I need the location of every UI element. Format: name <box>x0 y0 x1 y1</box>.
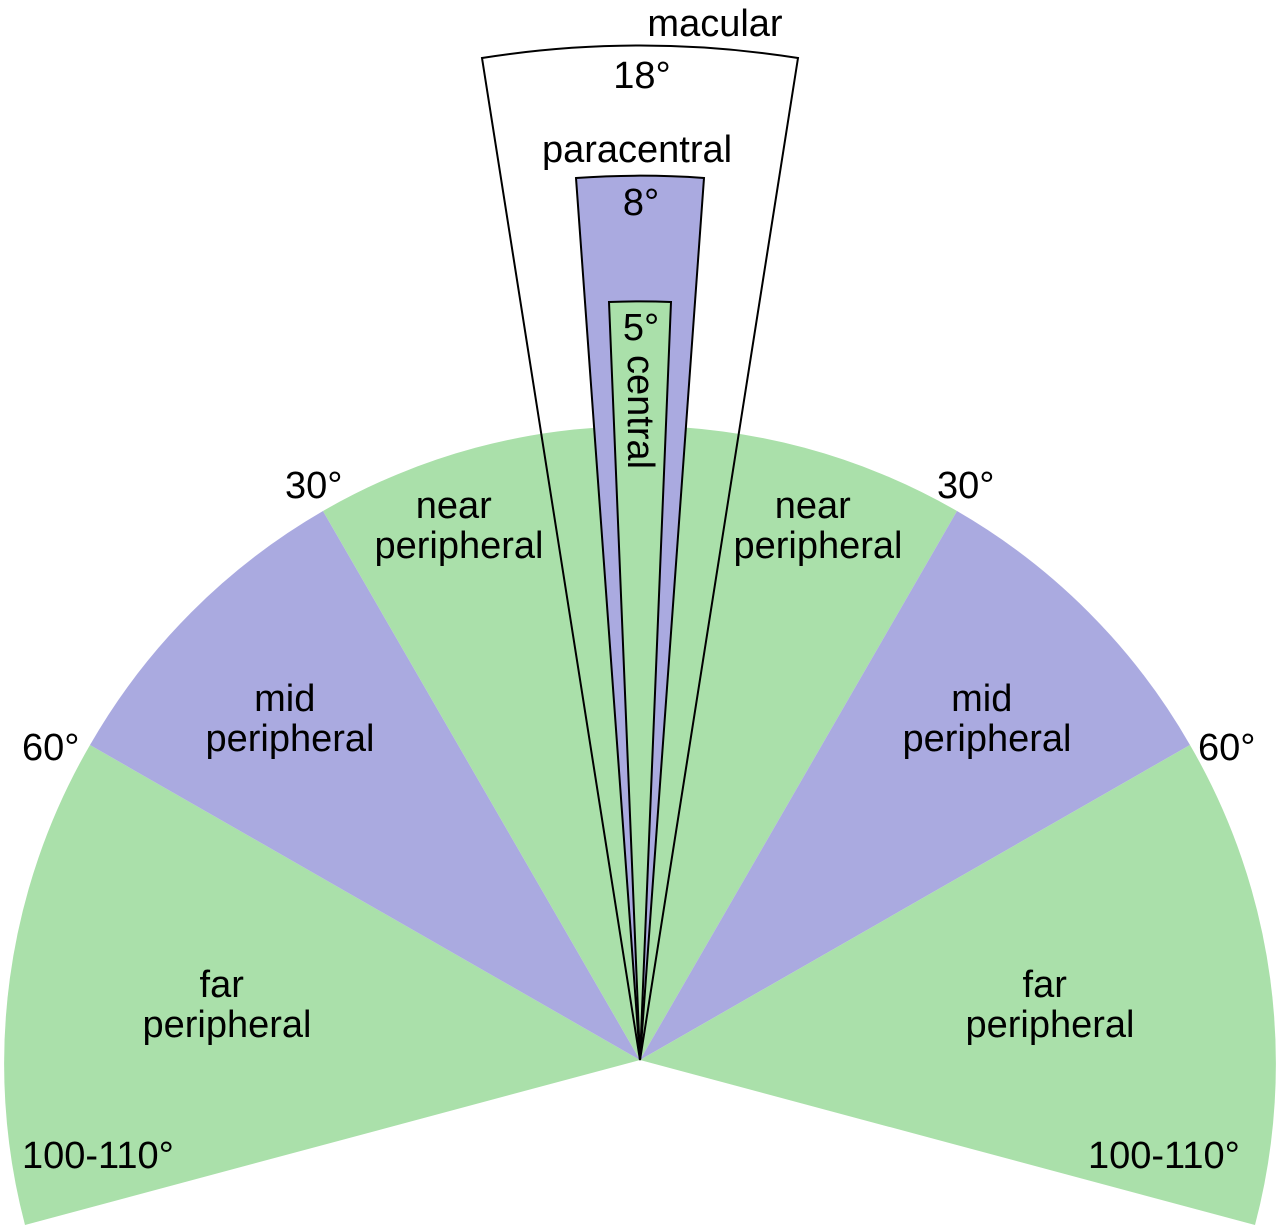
central-wedge <box>607 300 673 1061</box>
near-left-line-1: near <box>416 485 492 527</box>
mid-right-line-1: mid <box>951 678 1012 720</box>
macular-angle-label: 18° <box>613 55 670 97</box>
far-left-line-1: far <box>200 964 245 1006</box>
mid-right-line-2: peripheral <box>903 718 1072 760</box>
near-right-line-2: peripheral <box>734 525 903 567</box>
near-peripheral-right-label: near peripheral <box>734 485 903 567</box>
left-outer-degree-label: 100-110° <box>22 1135 174 1177</box>
near-right-line-1: near <box>775 485 851 527</box>
macular-label: macular <box>647 3 782 45</box>
far-peripheral-left-sector <box>4 745 640 1225</box>
left-30-degree-label: 30° <box>285 465 342 507</box>
mid-peripheral-right-label: mid peripheral <box>903 678 1072 760</box>
mid-left-line-2: peripheral <box>206 718 375 760</box>
far-peripheral-right-sector <box>640 745 1276 1225</box>
mid-peripheral-left-sector <box>90 511 640 1060</box>
right-60-degree-label: 60° <box>1198 727 1255 769</box>
mid-peripheral-left-label: mid peripheral <box>206 678 375 760</box>
far-right-line-2: peripheral <box>966 1004 1135 1046</box>
right-outer-degree-label: 100-110° <box>1088 1135 1240 1177</box>
near-left-line-2: peripheral <box>375 525 544 567</box>
far-peripheral-right-label: far peripheral <box>966 964 1135 1046</box>
left-60-degree-label: 60° <box>22 727 79 769</box>
right-30-degree-label: 30° <box>937 465 994 507</box>
region-labels: far peripheral mid peripheral near perip… <box>143 3 1135 1046</box>
far-peripheral-left-label: far peripheral <box>143 964 312 1046</box>
central-label: central <box>619 355 661 469</box>
paracentral-angle-label: 8° <box>623 182 659 224</box>
angle-labels: 30° 30° 60° 60° 100-110° 100-110° <box>22 465 1255 1177</box>
macular-wedge <box>480 44 800 1061</box>
central-angle-label: 5° <box>623 307 659 349</box>
paracentral-label: paracentral <box>542 129 732 171</box>
mid-left-line-1: mid <box>254 678 315 720</box>
far-right-line-1: far <box>1023 964 1068 1006</box>
near-peripheral-left-label: near peripheral <box>375 485 544 567</box>
mid-peripheral-right-sector <box>640 511 1190 1060</box>
far-left-line-2: peripheral <box>143 1004 312 1046</box>
